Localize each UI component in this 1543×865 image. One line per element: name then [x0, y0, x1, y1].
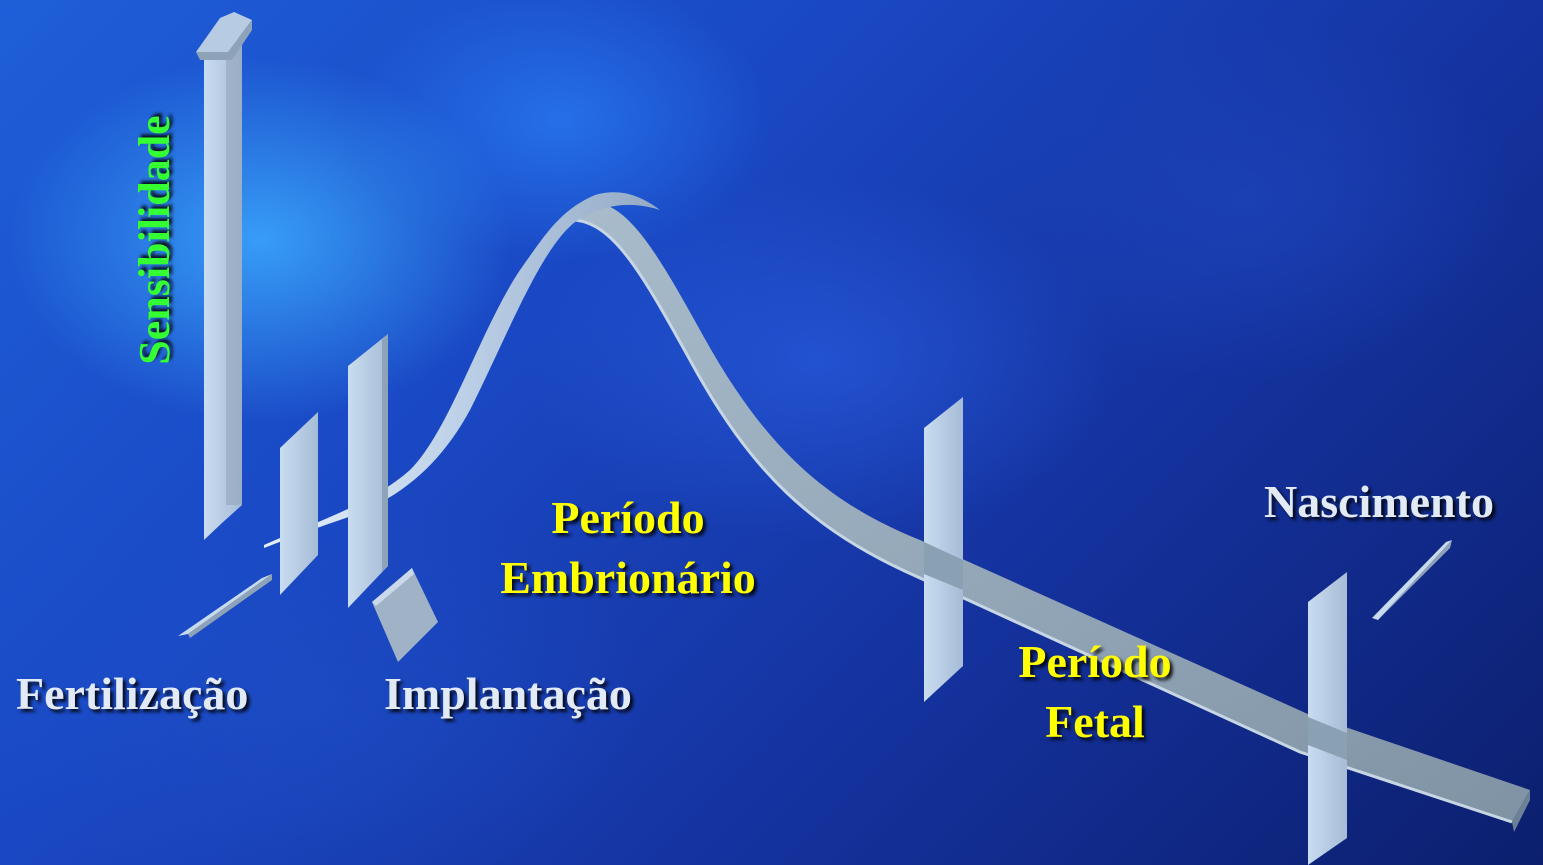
- fetal-period-label: Período Fetal: [985, 632, 1205, 752]
- sensitivity-axis-arrow: [196, 12, 252, 540]
- sensitivity-axis-label: Sensibilidade: [130, 115, 179, 365]
- sensitivity-curve-ribbon: [564, 203, 1530, 832]
- fertilization-label: Fertilização: [16, 668, 249, 719]
- fetal-period-label-line2: Fetal: [1045, 696, 1145, 747]
- embryonic-period-label-line2: Embrionário: [500, 552, 756, 603]
- birth-label: Nascimento: [1264, 476, 1494, 527]
- implantation-plates: [280, 334, 388, 608]
- fertilization-marker: [178, 574, 272, 638]
- ribbon-overlay: [924, 542, 1347, 760]
- implantation-label: Implantação: [384, 668, 632, 719]
- implantation-marker: [372, 568, 438, 662]
- birth-marker: [1372, 540, 1452, 622]
- period-boundary-plate: [924, 397, 963, 702]
- embryonic-period-label-line1: Período: [551, 492, 705, 543]
- fetal-period-label-line1: Período: [1018, 636, 1172, 687]
- embryonic-period-label: Período Embrionário: [478, 488, 778, 608]
- birth-plate: [1308, 572, 1347, 865]
